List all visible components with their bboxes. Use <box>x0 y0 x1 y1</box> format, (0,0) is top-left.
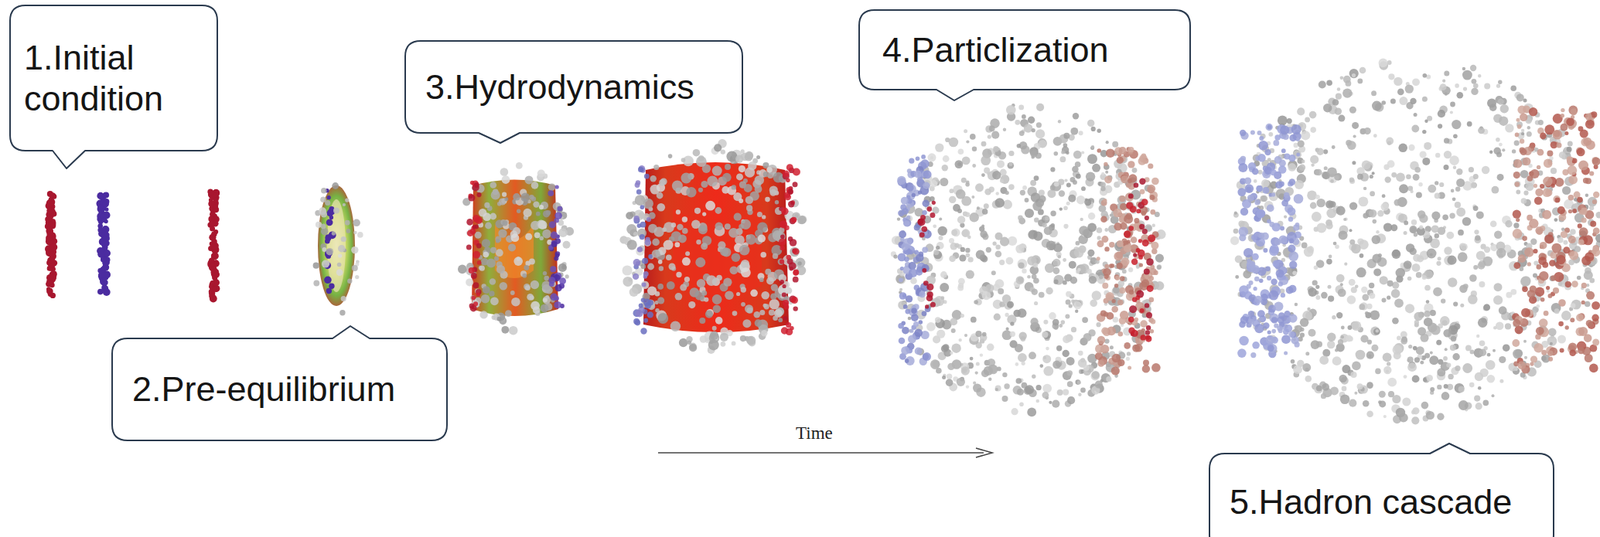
axis-label: Time <box>793 423 836 444</box>
callout-bubble: 3.Hydrodynamics <box>405 40 743 134</box>
callout-bubble: 5.Hadron cascade <box>1209 453 1554 537</box>
callout-bubble: 4.Particlization <box>859 10 1191 90</box>
bubble-shape <box>405 40 743 144</box>
callout-bubble: 1.Initial condition <box>10 5 218 151</box>
stage-label: 4.Particlization <box>882 29 1109 71</box>
stage-label: 3.Hydrodynamics <box>425 66 695 108</box>
bubble-shape <box>10 5 218 169</box>
bubble-shape <box>1209 443 1554 537</box>
stage-label: 1.Initial condition <box>23 37 204 120</box>
stage-label: 5.Hadron cascade <box>1229 481 1512 523</box>
bubble-outline <box>10 5 218 151</box>
callout-bubble: 2.Pre-equilibrium <box>112 338 447 441</box>
bubble-shape <box>859 10 1191 101</box>
bubble-shape <box>112 326 447 441</box>
stage-label: 2.Pre-equilibrium <box>132 368 396 410</box>
